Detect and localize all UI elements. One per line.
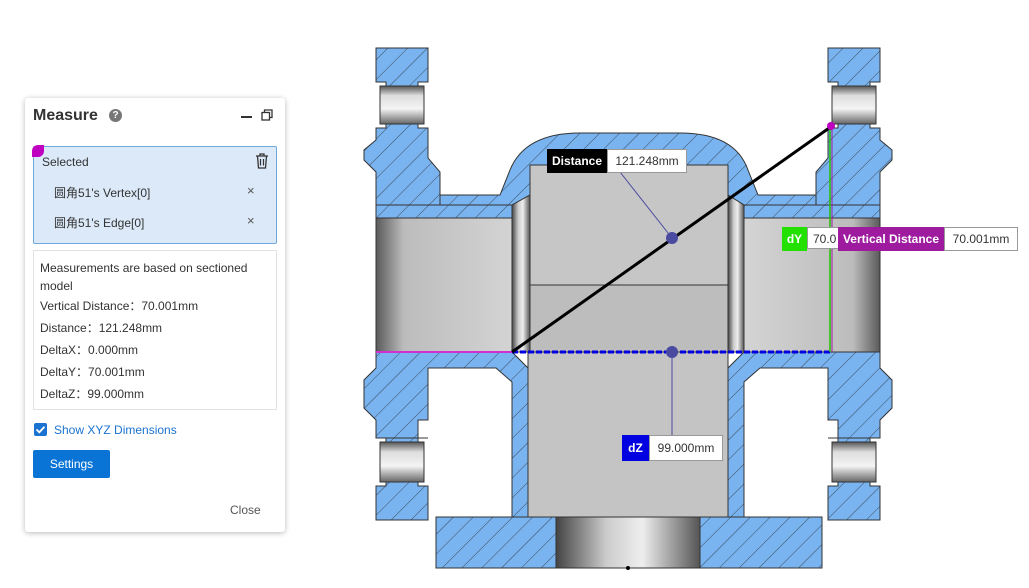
vertex-marker-corner — [32, 145, 44, 157]
close-button[interactable]: Close — [230, 503, 261, 517]
vertical-tag-value: 70.001mm — [944, 227, 1018, 251]
result-deltaz: DeltaZ：99.000mm — [40, 387, 145, 401]
help-icon[interactable]: ? — [109, 109, 122, 122]
vertical-distance-tag[interactable]: Vertical Distance 70.001mm — [838, 227, 1018, 251]
distance-tag-label: Distance — [547, 149, 607, 173]
show-xyz-checkbox[interactable] — [34, 423, 47, 436]
measurement-overlay — [376, 122, 835, 436]
result-vertical-distance: Vertical Distance：70.001mm — [40, 299, 199, 313]
base-dot — [626, 566, 630, 570]
flange-top-left — [363, 47, 441, 206]
measurement-results: Measurements are based on sectioned mode… — [33, 250, 277, 410]
pipe-left-cap — [375, 204, 513, 219]
vertical-tag-label: Vertical Distance — [838, 227, 944, 251]
distance-tag-value: 121.248mm — [607, 149, 687, 173]
body-lower-left — [363, 351, 529, 518]
minimize-icon[interactable] — [241, 116, 252, 118]
distance-leader — [619, 171, 673, 239]
sectioned-note: Measurements are based on sectioned mode… — [40, 261, 248, 293]
dy-tag-value: 70.0 — [807, 227, 839, 249]
distance-midpoint[interactable] — [666, 232, 678, 244]
selected-item-edge: 圆角51's Edge[0] — [54, 216, 145, 230]
show-xyz-label[interactable]: Show XYZ Dimensions — [54, 423, 177, 437]
flange-top-right — [815, 47, 893, 206]
vertex-marker[interactable] — [827, 122, 835, 130]
chamber-left-wall — [511, 194, 531, 353]
pipe-bore-left — [375, 217, 515, 353]
bolt-top-right — [831, 85, 877, 125]
dy-tag-label: dY — [782, 227, 807, 251]
selected-list: Selected 圆角51's Vertex[0] × 圆角51's Edge[… — [32, 145, 277, 244]
result-deltay: DeltaY：70.001mm — [40, 365, 145, 379]
chamber-neck — [527, 351, 729, 518]
selected-label: Selected — [42, 155, 89, 169]
bolt-bottom-right — [831, 441, 877, 483]
result-deltax: DeltaX：0.000mm — [40, 343, 139, 357]
sectioned-model — [363, 47, 893, 570]
trash-icon[interactable] — [255, 153, 269, 169]
bolt-bottom-left — [379, 441, 425, 483]
result-distance: Distance：121.248mm — [40, 321, 163, 335]
pipe-right-cap — [743, 204, 881, 219]
distance-tag[interactable]: Distance 121.248mm — [547, 149, 687, 173]
dz-tag-value: 99.000mm — [649, 435, 723, 461]
bolt-top-left — [379, 85, 425, 125]
dz-tag[interactable]: dZ 99.000mm — [622, 435, 723, 461]
dy-tag[interactable]: dY 70.0 — [782, 227, 840, 251]
chamber-lower — [529, 284, 729, 353]
remove-vertex-button[interactable]: × — [247, 183, 255, 198]
selected-item-vertex: 圆角51's Vertex[0] — [54, 186, 151, 200]
measure-panel: Measure ? Selected 圆角51's Vertex[0] × 圆角… — [25, 98, 285, 532]
remove-edge-button[interactable]: × — [247, 213, 255, 228]
settings-button[interactable]: Settings — [33, 450, 110, 478]
dz-midpoint[interactable] — [666, 346, 678, 358]
panel-title: Measure — [33, 107, 98, 124]
chamber-right-wall — [727, 194, 745, 353]
dz-tag-label: dZ — [622, 435, 649, 461]
restore-icon[interactable] — [261, 109, 273, 121]
base-bore — [555, 516, 701, 569]
